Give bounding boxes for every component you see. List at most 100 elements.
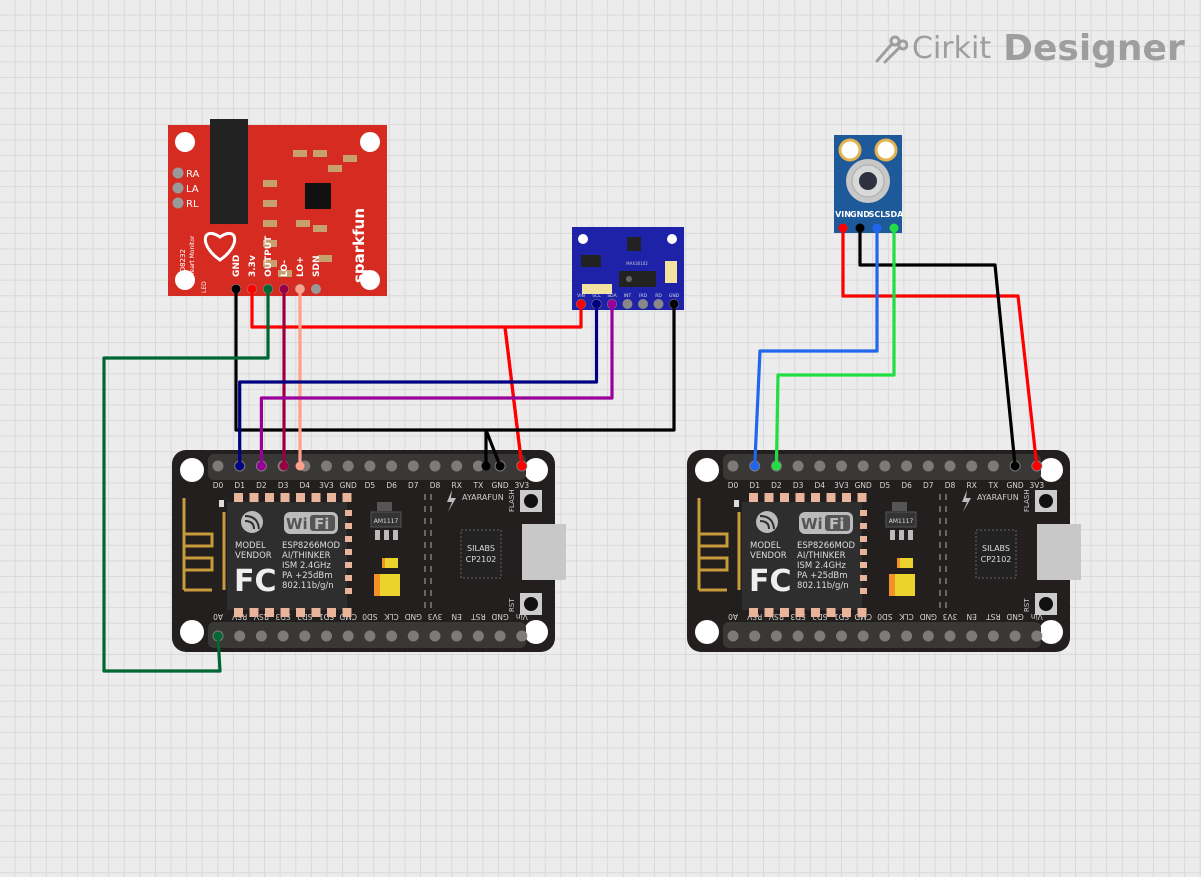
- pin-d5[interactable]: [364, 460, 376, 472]
- wire-endpoint[interactable]: [256, 461, 266, 471]
- wire-endpoint[interactable]: [279, 284, 289, 294]
- pin-d7[interactable]: [922, 460, 934, 472]
- header-pin-sdn[interactable]: [311, 284, 321, 294]
- pin-clk[interactable]: [386, 630, 398, 642]
- wire-max-scl[interactable]: [238, 302, 599, 468]
- wire-endpoint[interactable]: [231, 284, 241, 294]
- electrode-pad-la[interactable]: [172, 182, 184, 194]
- wire-endpoint[interactable]: [669, 299, 679, 309]
- pin-sd0[interactable]: [364, 630, 376, 642]
- pin-gnd[interactable]: [857, 460, 869, 472]
- wire-ecg-gnd[interactable]: [234, 287, 488, 468]
- wire-endpoint[interactable]: [855, 223, 865, 233]
- pin-sd0[interactable]: [879, 630, 891, 642]
- flash-button-cap[interactable]: [524, 494, 538, 508]
- wire-endpoint[interactable]: [279, 461, 289, 471]
- pin-gnd[interactable]: [1009, 630, 1021, 642]
- pin-gnd[interactable]: [342, 460, 354, 472]
- pin-rsv[interactable]: [770, 630, 782, 642]
- rst-button-cap[interactable]: [1039, 597, 1053, 611]
- pin-int[interactable]: [622, 299, 633, 309]
- pin-gnd[interactable]: [922, 630, 934, 642]
- pin-sd2[interactable]: [299, 630, 311, 642]
- usb-connector[interactable]: [1037, 524, 1081, 580]
- pin-cmd[interactable]: [342, 630, 354, 642]
- nodemcu-left-board[interactable]: D0D1D2D3D43V3GNDD5D6D7D8RXTXGND3V3A0RSVR…: [172, 450, 566, 652]
- pin-en[interactable]: [451, 630, 463, 642]
- pin-d3[interactable]: [792, 460, 804, 472]
- pin-sd1[interactable]: [321, 630, 332, 642]
- wire-endpoint[interactable]: [771, 461, 781, 471]
- wire-mlx-gnd[interactable]: [858, 226, 1017, 468]
- rst-button-cap[interactable]: [524, 597, 538, 611]
- wire-endpoint[interactable]: [889, 223, 899, 233]
- pin-sd1[interactable]: [836, 630, 847, 642]
- pin-3v3[interactable]: [836, 460, 847, 472]
- electrode-pad-ra[interactable]: [172, 167, 184, 179]
- flash-button-cap[interactable]: [1039, 494, 1053, 508]
- wire-endpoint[interactable]: [1032, 461, 1042, 471]
- wire-ecg-3v3[interactable]: [250, 287, 524, 468]
- pin-3v3[interactable]: [321, 460, 332, 472]
- pin-d6[interactable]: [901, 460, 913, 472]
- wire-endpoint[interactable]: [481, 461, 491, 471]
- pin-d0[interactable]: [727, 460, 739, 472]
- pin-sd3[interactable]: [792, 630, 804, 642]
- wire-endpoint[interactable]: [607, 299, 617, 309]
- pin-rd[interactable]: [653, 299, 664, 309]
- pin-d6[interactable]: [386, 460, 398, 472]
- pin-vin[interactable]: [1031, 630, 1043, 642]
- pin-clk[interactable]: [901, 630, 913, 642]
- pin-d0[interactable]: [212, 460, 224, 472]
- wire-endpoint[interactable]: [235, 461, 245, 471]
- wire-endpoint[interactable]: [750, 461, 760, 471]
- pin-sd3[interactable]: [277, 630, 289, 642]
- wire-endpoint[interactable]: [838, 223, 848, 233]
- pin-rst[interactable]: [987, 630, 999, 642]
- pin-cmd[interactable]: [857, 630, 869, 642]
- pin-d4[interactable]: [814, 460, 826, 472]
- pin-3v3[interactable]: [429, 630, 441, 642]
- wire-endpoint[interactable]: [495, 461, 505, 471]
- pin-a0[interactable]: [727, 630, 739, 642]
- pin-gnd[interactable]: [494, 630, 506, 642]
- wire-mlx-scl[interactable]: [753, 226, 879, 468]
- pin-rsv[interactable]: [749, 630, 761, 642]
- wire-max-gnd[interactable]: [484, 302, 676, 468]
- nodemcu-right-board[interactable]: D0D1D2D3D43V3GNDD5D6D7D8RXTXGND3V3A0RSVR…: [687, 450, 1081, 652]
- wire-mlx-vin[interactable]: [841, 226, 1039, 468]
- pin-tx[interactable]: [987, 460, 999, 472]
- pin-rx[interactable]: [966, 460, 978, 472]
- wire-endpoint[interactable]: [517, 461, 527, 471]
- wire-endpoint[interactable]: [295, 461, 305, 471]
- pin-gnd[interactable]: [407, 630, 419, 642]
- pin-tx[interactable]: [472, 460, 484, 472]
- wire-endpoint[interactable]: [592, 299, 601, 309]
- wire-endpoint[interactable]: [872, 223, 882, 233]
- pin-d5[interactable]: [879, 460, 891, 472]
- pin-3v3[interactable]: [944, 630, 956, 642]
- wire-endpoint[interactable]: [213, 631, 223, 641]
- pin-rsv[interactable]: [234, 630, 246, 642]
- pin-sd2[interactable]: [814, 630, 826, 642]
- wire-ecg-output[interactable]: [102, 287, 270, 673]
- wire-endpoint[interactable]: [263, 284, 273, 294]
- audio-jack[interactable]: [210, 119, 248, 224]
- pin-d8[interactable]: [944, 460, 956, 472]
- wire-max-vin[interactable]: [503, 302, 583, 468]
- pin-rst[interactable]: [472, 630, 484, 642]
- wire-max-sda[interactable]: [259, 302, 614, 468]
- pin-en[interactable]: [966, 630, 978, 642]
- wire-mlx-sda[interactable]: [774, 226, 896, 468]
- wire-endpoint[interactable]: [295, 284, 305, 294]
- usb-connector[interactable]: [522, 524, 566, 580]
- pin-ird[interactable]: [638, 299, 648, 309]
- wire-endpoint[interactable]: [1010, 461, 1020, 471]
- pin-d8[interactable]: [429, 460, 441, 472]
- pin-rx[interactable]: [451, 460, 463, 472]
- electrode-pad-rl[interactable]: [172, 197, 184, 209]
